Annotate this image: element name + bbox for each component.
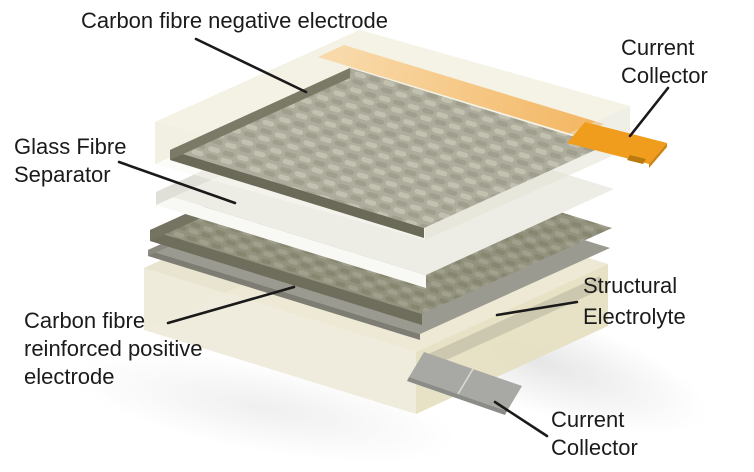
label-line: electrode xyxy=(24,364,115,389)
label-line: Collector xyxy=(621,63,708,88)
bottom-slab-front-face xyxy=(144,268,416,414)
grey-tab-seam xyxy=(457,368,474,395)
label-line: Carbon fibre negative electrode xyxy=(81,8,388,33)
grey-tab-edge xyxy=(407,377,507,415)
leader-line-electrolyte xyxy=(495,300,579,317)
orange-tab-edge xyxy=(649,143,667,168)
label-line: reinforced positive xyxy=(24,336,203,361)
leader-lines xyxy=(117,37,670,438)
label-line: Current xyxy=(621,35,695,60)
label-current-collector-top: Current Collector xyxy=(621,34,708,90)
label-line: Glass Fibre xyxy=(14,134,127,159)
label-structural-electrolyte: Structural Electrolyte xyxy=(583,270,686,332)
positive-electrode-front-edge xyxy=(150,230,422,325)
label-line: Carbon fibre xyxy=(24,308,146,333)
leader-line-negative-electrode xyxy=(194,37,308,94)
label-line: Separator xyxy=(14,162,111,187)
label-line: Structural xyxy=(583,273,678,298)
label-glass-fibre-separator: Glass Fibre Separator xyxy=(14,133,126,189)
label-line: Current xyxy=(551,407,625,432)
label-line: Electrolyte xyxy=(583,304,686,329)
leader-line-positive-electrode xyxy=(166,285,296,325)
label-positive-electrode: Carbon fibre reinforced positive electro… xyxy=(24,307,203,391)
current-collector-grey-tab xyxy=(407,352,522,415)
current-collector-orange-strip xyxy=(318,45,604,136)
embedded-foil-hint xyxy=(424,276,600,370)
foil-front-edge xyxy=(148,250,420,340)
orange-tab-face xyxy=(567,122,667,164)
leader-line-separator xyxy=(117,160,237,205)
label-negative-electrode: Carbon fibre negative electrode xyxy=(81,7,388,35)
current-collector-orange-tab xyxy=(567,122,667,168)
ground-shadow-left xyxy=(72,353,458,463)
separator-front-edge xyxy=(156,192,426,288)
label-current-collector-bottom: Current Collector xyxy=(551,406,638,462)
leader-line-current-collector-top xyxy=(628,86,670,138)
label-line: Collector xyxy=(551,435,638,460)
negative-electrode-front-edge xyxy=(170,150,424,238)
orange-tab-notch xyxy=(627,155,646,164)
leader-line-current-collector-bottom xyxy=(493,400,549,438)
